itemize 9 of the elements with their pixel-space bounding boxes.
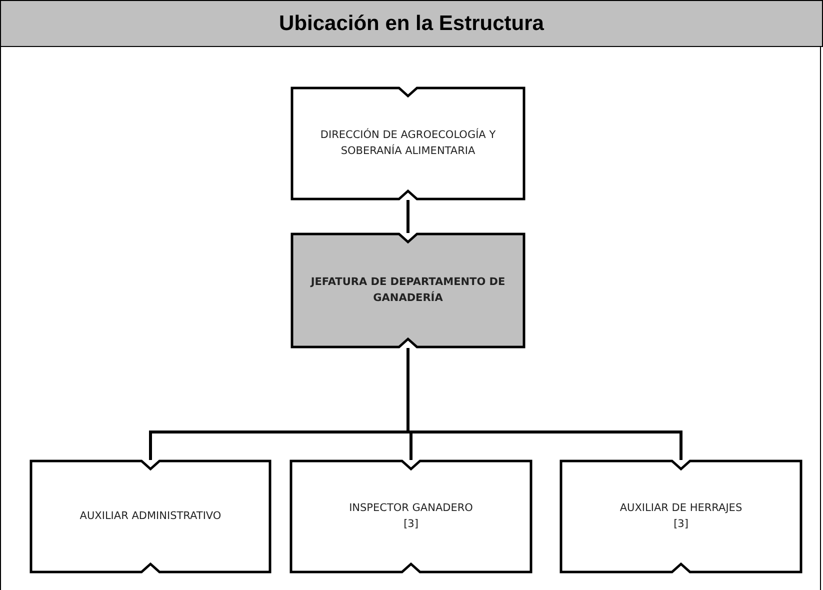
node-text: [3] [674,516,688,532]
node-text: JEFATURA DE DEPARTAMENTO DE GANADERÍA [309,275,506,306]
node-text: AUXILIAR DE HERRAJES [620,501,742,516]
node-text: INSPECTOR GANADERO [349,501,473,516]
connector-line [406,348,682,460]
node-text: DIRECCIÓN DE AGROECOLOGÍA Y SOBERANÍA ALIMENTARIA [319,128,497,158]
node-text: [3] [404,516,418,532]
node-text: AUXILIAR ADMINISTRATIVO [80,508,222,524]
title-bar: Ubicación en la Estructura [0,0,823,47]
